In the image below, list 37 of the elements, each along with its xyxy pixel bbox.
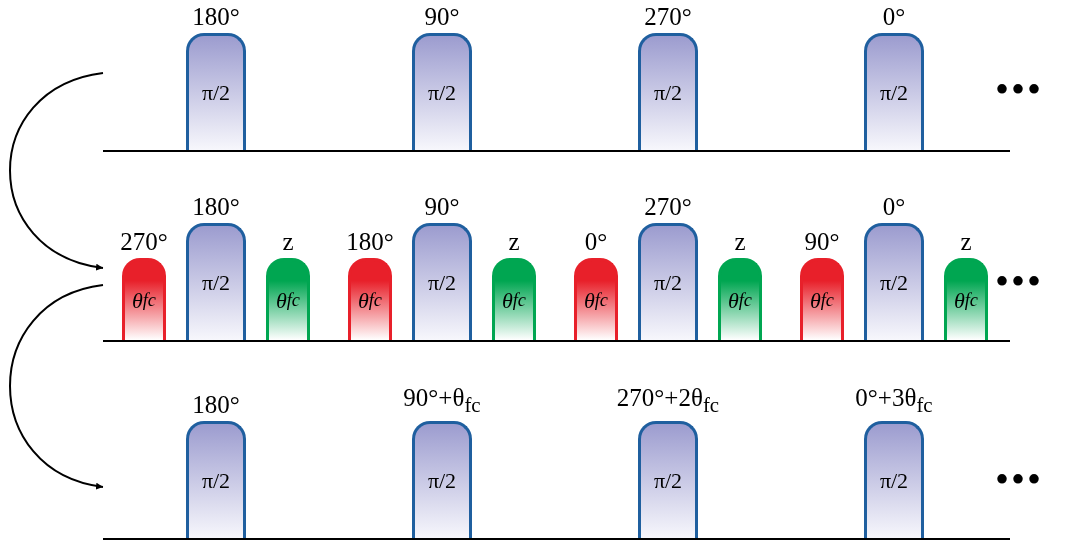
phase-label: z (960, 228, 972, 256)
phase-label: 180° (192, 391, 240, 419)
phase-label: 270° (644, 193, 692, 221)
phase-label: 180° (192, 193, 240, 221)
phase-label: 90° (424, 193, 460, 221)
pulse-box: π/2 (412, 33, 472, 150)
pulse-box: π/2 (638, 421, 698, 538)
phase-label: 270° (644, 3, 692, 31)
phase-label: z (508, 228, 520, 256)
pulse-box: π/2 (186, 223, 246, 340)
phase-label: 0°+3θ$_{fc}$ (855, 384, 933, 419)
curved-arrow (9, 284, 104, 489)
ellipsis-dots: ••• (995, 262, 1043, 302)
phase-label: z (734, 228, 746, 256)
pulse-box: π/2 (638, 223, 698, 340)
phase-label: 0° (882, 3, 906, 31)
curved-arrow (9, 72, 104, 270)
phase-label: 0° (584, 228, 608, 256)
pulse-box: π/2 (864, 223, 924, 340)
phase-label: 90° (804, 228, 840, 256)
phase-label: 0° (882, 193, 906, 221)
pulse-box: π/2 (186, 33, 246, 150)
pulse-box: π/2 (186, 421, 246, 538)
pulse-box: π/2 (864, 33, 924, 150)
phase-label: 270°+2θ$_{fc}$ (616, 384, 720, 419)
ellipsis-dots: ••• (995, 70, 1043, 110)
pulse-box: π/2 (412, 421, 472, 538)
phase-label: 90°+θ$_{fc}$ (403, 384, 481, 419)
phase-label: 270° (120, 228, 168, 256)
phase-label: 180° (192, 3, 240, 31)
pulse-box: π/2 (864, 421, 924, 538)
phase-label: 90° (424, 3, 460, 31)
phase-label: z (282, 228, 294, 256)
phase-label: 180° (346, 228, 394, 256)
ellipsis-dots: ••• (995, 460, 1043, 500)
pulse-box: π/2 (638, 33, 698, 150)
pulse-box: π/2 (412, 223, 472, 340)
